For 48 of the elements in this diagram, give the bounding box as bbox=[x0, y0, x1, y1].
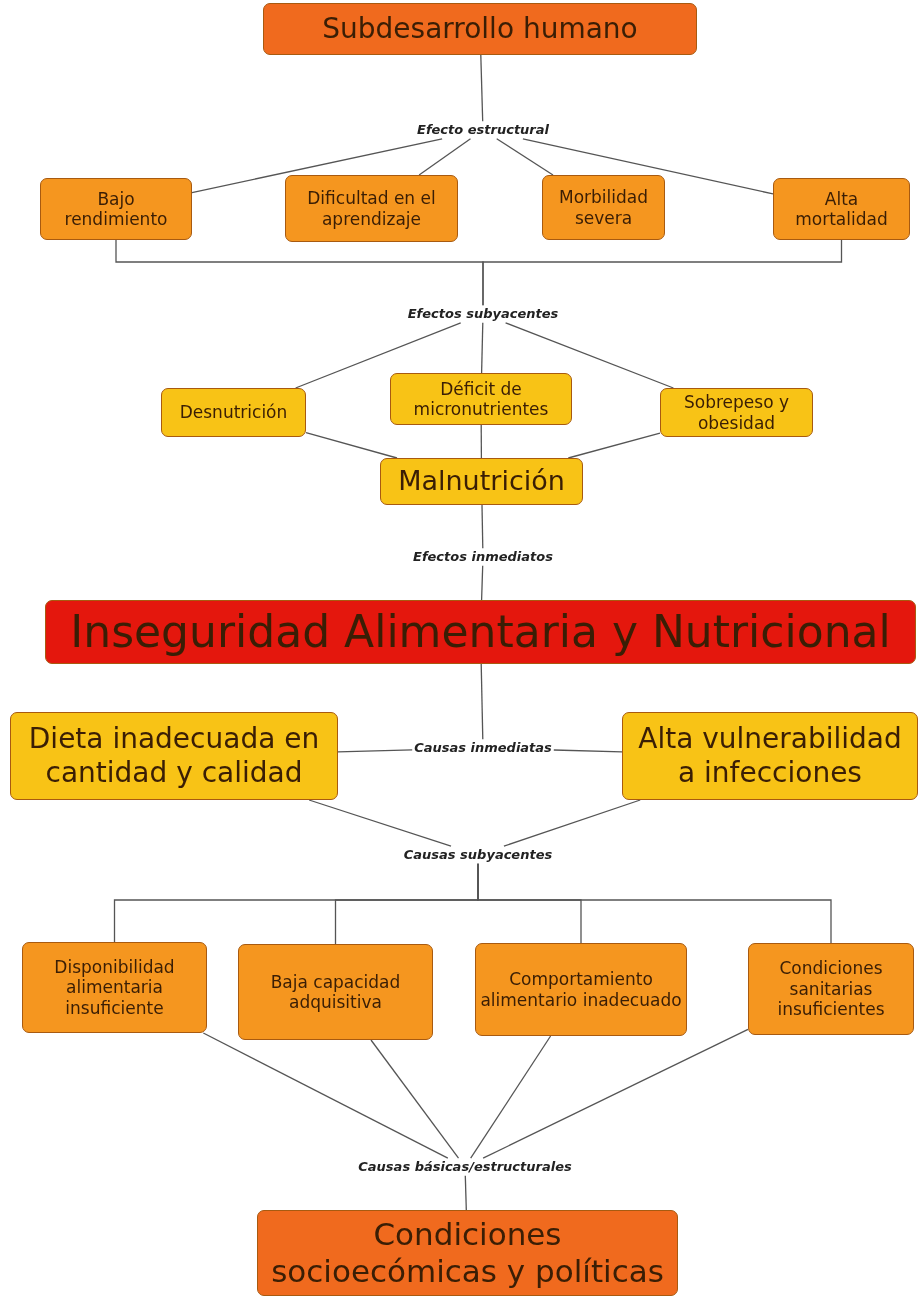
linking-phrase: Efectos subyacentes bbox=[405, 305, 561, 323]
concept-box: Morbilidad severa bbox=[542, 175, 665, 240]
connector-line bbox=[480, 565, 484, 601]
connector-line bbox=[464, 1175, 467, 1211]
concept-box: Dieta inadecuada en cantidad y calidad bbox=[10, 712, 338, 800]
connector-line bbox=[482, 239, 843, 306]
connector-line bbox=[418, 138, 472, 176]
linking-phrase: Causas inmediatas bbox=[412, 739, 554, 757]
linking-phrase: Efectos inmediatos bbox=[411, 548, 555, 566]
concept-box: Disponibilidad alimentaria insuficiente bbox=[22, 942, 207, 1033]
concept-box: Desnutrición bbox=[161, 388, 306, 437]
connector-line bbox=[481, 504, 484, 549]
concept-box: Déficit de micronutrientes bbox=[390, 373, 572, 425]
concept-box: Sobrepeso y obesidad bbox=[660, 388, 813, 437]
connector-line bbox=[480, 322, 484, 374]
concept-box: Dificultad en el aprendizaje bbox=[285, 175, 458, 242]
connector-line bbox=[496, 138, 554, 176]
connector-line bbox=[503, 799, 641, 847]
connector-line bbox=[294, 322, 462, 389]
concept-box: Condiciones sanitarias insuficientes bbox=[748, 943, 914, 1035]
connector-line bbox=[480, 424, 483, 459]
concept-box: Comportamiento alimentario inadecuado bbox=[475, 943, 687, 1036]
connector-line bbox=[305, 432, 398, 459]
connector-line bbox=[337, 749, 413, 753]
connector-line bbox=[567, 432, 661, 459]
connector-line bbox=[202, 1032, 449, 1159]
connector-line bbox=[370, 1039, 460, 1159]
connector-line bbox=[482, 1028, 749, 1159]
linking-phrase: Efecto estructural bbox=[415, 121, 551, 139]
connector-line bbox=[477, 863, 832, 944]
concept-box: Condiciones socioecómicas y políticas bbox=[257, 1210, 678, 1296]
connector-line bbox=[480, 663, 484, 740]
concept-box: Alta mortalidad bbox=[773, 178, 910, 240]
concept-box: Subdesarrollo humano bbox=[263, 3, 697, 55]
concept-box: Bajo rendimiento bbox=[40, 178, 192, 240]
concept-box: Malnutrición bbox=[380, 458, 583, 505]
concept-box: Alta vulnerabilidad a infecciones bbox=[622, 712, 918, 800]
linking-phrase: Causas básicas/estructurales bbox=[356, 1158, 574, 1176]
linking-phrase: Causas subyacentes bbox=[401, 846, 555, 864]
connector-line bbox=[191, 138, 443, 194]
connector-line bbox=[470, 1035, 552, 1159]
connector-line bbox=[553, 749, 623, 753]
connector-line bbox=[522, 138, 774, 195]
connector-line bbox=[480, 54, 484, 122]
concept-box: Baja capacidad adquisitiva bbox=[238, 944, 433, 1040]
connector-line bbox=[504, 322, 675, 389]
connector-line bbox=[308, 799, 452, 847]
concept-box: Inseguridad Alimentaria y Nutricional bbox=[45, 600, 916, 664]
